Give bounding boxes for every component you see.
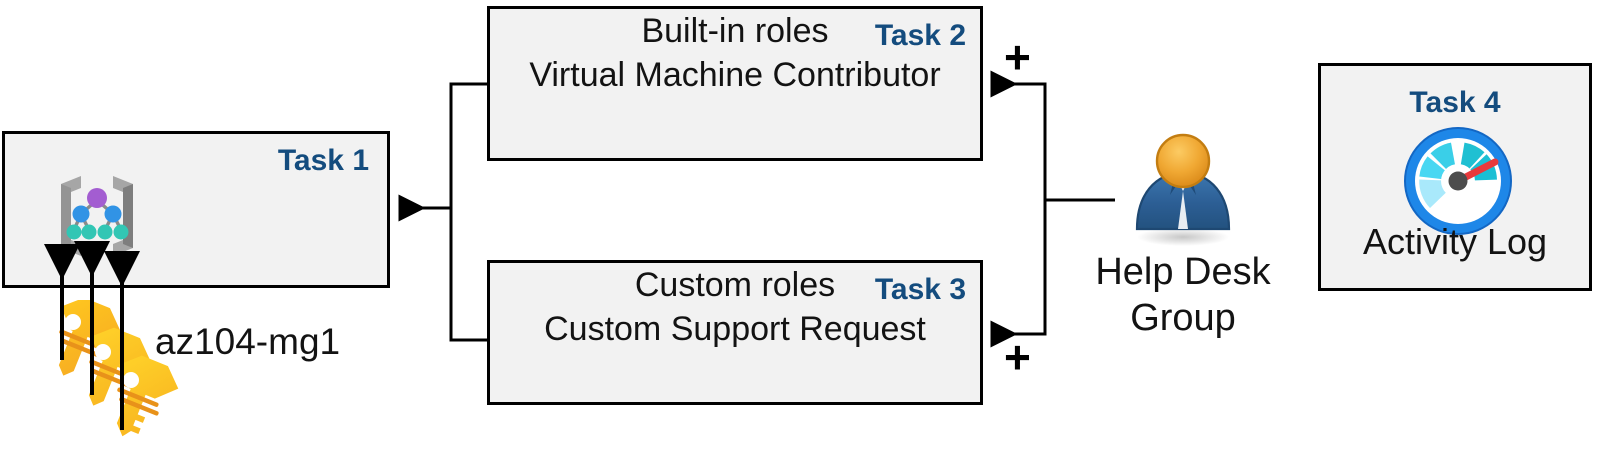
task-1-tag: Task 1 — [277, 144, 369, 177]
task-1-label: az104-mg1 — [155, 321, 341, 362]
plus-sign-bottom: + — [1004, 331, 1031, 383]
task-2-line-2: Virtual Machine Contributor — [529, 56, 941, 94]
help-desk-group-caption: Help Desk Group — [1095, 251, 1271, 339]
task-2-line-1: Built-in roles — [641, 12, 829, 50]
task-2-text: Built-in roles Virtual Machine Contribut… — [490, 9, 980, 97]
connector-roles-to-management-group — [398, 82, 487, 342]
task-3-tag: Task 3 — [874, 273, 966, 306]
task-3-line-2: Custom Support Request — [544, 310, 926, 348]
task-4-tag: Task 4 — [1409, 86, 1501, 119]
task-1-box[interactable]: Task 1 az104-mg1 — [2, 131, 390, 362]
task-3-box[interactable]: Task 3 Custom roles Custom Support Reque… — [487, 260, 983, 405]
plus-sign-top: + — [1004, 31, 1031, 83]
task-3-text: Custom roles Custom Support Request — [490, 263, 980, 351]
task-4-caption: Activity Log — [1362, 221, 1548, 262]
task-3-line-1: Custom roles — [634, 266, 836, 304]
help-desk-group[interactable]: Help Desk Group — [1083, 133, 1283, 343]
task-4-box[interactable]: Task 4 — [1318, 63, 1592, 291]
task-2-box[interactable]: Task 2 Built-in roles Virtual Machine Co… — [487, 6, 983, 161]
task-2-tag: Task 2 — [874, 19, 966, 52]
